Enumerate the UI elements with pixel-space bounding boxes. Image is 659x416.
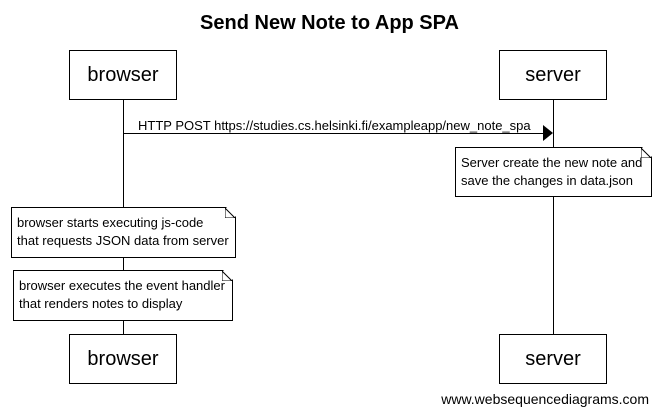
note-line: browser starts executing js-code	[17, 215, 204, 230]
note-line: that renders notes to display	[19, 296, 183, 311]
note-browser-js: browser starts executing js-code that re…	[11, 207, 236, 258]
note-line: browser executes the event handler	[19, 278, 225, 293]
note-line: Server create the new note and	[461, 155, 643, 170]
note-line: that requests JSON data from server	[17, 233, 229, 248]
participant-server-top: server	[499, 50, 607, 100]
diagram-title: Send New Note to App SPA	[200, 12, 459, 34]
arrow-head-icon	[543, 125, 553, 141]
participant-label: server	[525, 347, 581, 370]
participant-browser-top: browser	[69, 50, 177, 100]
participant-server-bottom: server	[499, 334, 607, 384]
participant-browser-bottom: browser	[69, 334, 177, 384]
participant-label: browser	[87, 63, 159, 86]
participant-label: browser	[87, 347, 159, 370]
message-arrow-line	[124, 133, 544, 134]
note-line: save the changes in data.json	[461, 173, 634, 188]
note-server-create: Server create the new note and save the …	[455, 147, 652, 197]
message-label: HTTP POST https://studies.cs.helsinki.fi…	[138, 118, 531, 133]
lifeline-server	[553, 100, 554, 334]
watermark-link[interactable]: www.websequencediagrams.com	[441, 391, 649, 407]
participant-label: server	[525, 63, 581, 86]
note-browser-handler: browser executes the event handler that …	[13, 270, 233, 321]
